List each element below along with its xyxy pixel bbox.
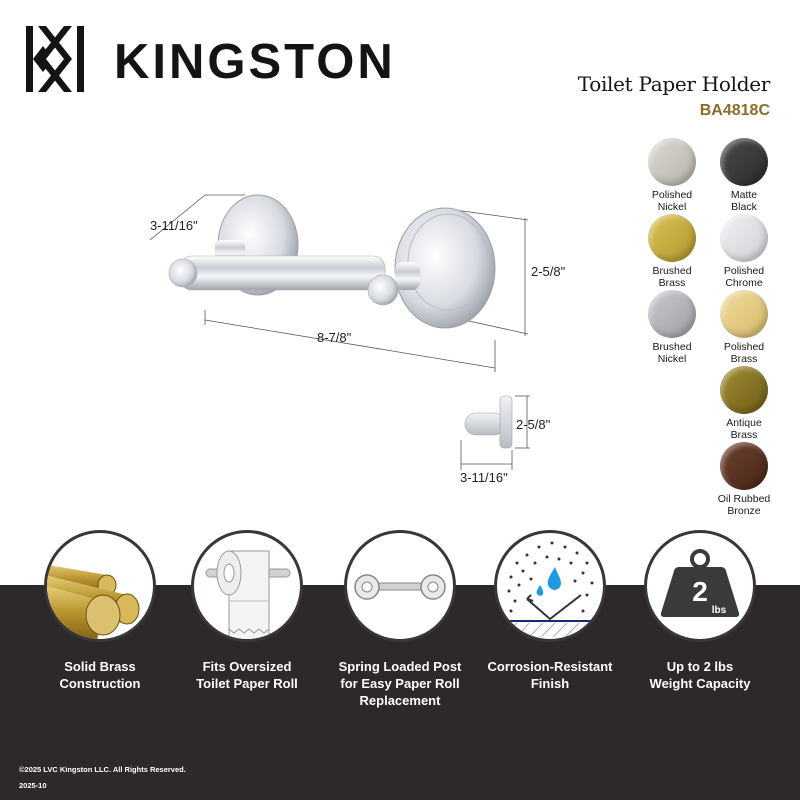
- brand-name: KINGSTON: [114, 34, 396, 89]
- side-view-illustration: [460, 395, 530, 470]
- dimension-width: 8-7/8": [317, 330, 352, 345]
- feature-circle: 2 lbs: [644, 530, 756, 642]
- feature-circle: [494, 530, 606, 642]
- side-dimension-depth: 3-11/16": [460, 470, 508, 485]
- product-sku: BA4818C: [699, 102, 770, 119]
- feature-circle: [344, 530, 456, 642]
- weight-unit: lbs: [712, 605, 727, 616]
- copyright-text: ©2025 LVC Kingston LLC. All Rights Reser…: [19, 765, 186, 774]
- corrosion-resistant-icon: [497, 541, 603, 638]
- finish-swatch: [648, 138, 696, 186]
- finish-swatch: [720, 214, 768, 262]
- finish-swatch: [720, 366, 768, 414]
- brand-logo: KINGSTON: [26, 26, 396, 92]
- spring-loaded-post-icon: [354, 574, 446, 600]
- dimension-height: 2-5/8": [531, 264, 566, 279]
- finish-swatch: [720, 290, 768, 338]
- date-code: 2025-10: [19, 781, 47, 790]
- weight-icon: 2 lbs: [660, 549, 740, 617]
- brass-rods-icon: [47, 564, 140, 639]
- side-dimension-height: 2-5/8": [516, 417, 551, 432]
- dimension-depth: 3-11/16": [150, 218, 198, 233]
- finish-swatch: [648, 290, 696, 338]
- product-illustration: [150, 194, 529, 372]
- feature-circle: [44, 530, 156, 642]
- feature-circle: [191, 530, 303, 642]
- finish-swatch: [720, 442, 768, 490]
- weight-value: 2: [692, 576, 708, 607]
- product-header: Toilet Paper Holder BA4818C: [577, 72, 771, 120]
- product-title: Toilet Paper Holder: [577, 72, 771, 96]
- finish-swatch: [648, 214, 696, 262]
- toilet-paper-roll-icon: [205, 550, 291, 639]
- finish-swatch: [720, 138, 768, 186]
- kingston-monogram-icon: [26, 26, 84, 92]
